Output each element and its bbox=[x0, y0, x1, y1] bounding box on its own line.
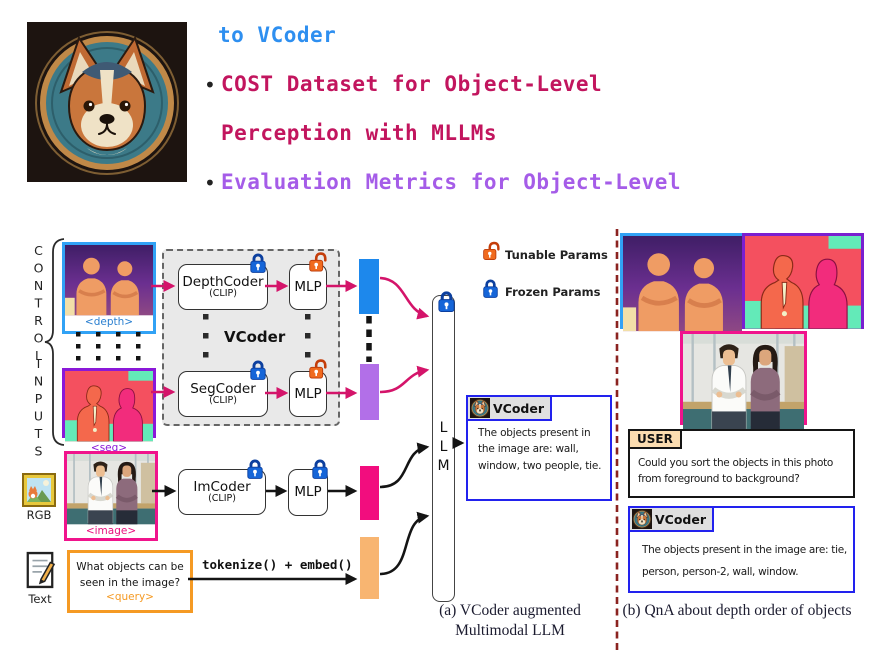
depthcoder-clip-label: (CLIP) bbox=[209, 288, 237, 300]
tokenize-embed-label: tokenize() + embed() bbox=[202, 557, 353, 572]
rgb-photo-image bbox=[683, 334, 804, 431]
title-line-eval-metrics: Evaluation Metrics for Object-Level bbox=[221, 170, 682, 194]
rgb-photo-image bbox=[67, 454, 155, 524]
text-label: Text bbox=[28, 592, 52, 606]
mlp-label: MLP bbox=[294, 484, 322, 501]
frozen-lock-icon bbox=[246, 458, 264, 480]
seg-map-image bbox=[745, 236, 861, 329]
rgb-input-thumbnail: <image> bbox=[64, 451, 158, 541]
image-embedding-bar bbox=[360, 466, 379, 520]
caption-b: (b) QnA about depth order of objects bbox=[622, 602, 852, 619]
bullet-dot: • bbox=[204, 73, 216, 97]
imcoder-label: ImCoder bbox=[193, 478, 251, 495]
vcoder-chat-header: VCoder bbox=[466, 395, 553, 421]
frozen-lock-icon bbox=[437, 290, 456, 313]
vcoder-module-title: VCoder bbox=[224, 328, 286, 346]
llm-bar: LLM bbox=[432, 295, 455, 602]
vcoder-response-box-b: VCoder The objects present in the image … bbox=[628, 506, 855, 593]
control-label: CONTROL bbox=[31, 243, 46, 366]
rgb-label: RGB bbox=[26, 508, 52, 522]
vcoder-answer-text: The objects present in the image are: ti… bbox=[642, 544, 847, 579]
legend-frozen-label: Frozen Params bbox=[505, 285, 601, 299]
mlp-box-seg: MLP bbox=[289, 371, 327, 417]
frozen-lock-icon bbox=[249, 252, 267, 274]
vcoder-agent-name: VCoder bbox=[655, 511, 707, 527]
user-question-text: Could you sort the objects in this photo… bbox=[638, 457, 834, 485]
input-ellipsis-dots bbox=[76, 332, 141, 361]
depthcoder-box: DepthCoder (CLIP) bbox=[178, 264, 268, 310]
depth-embedding-bar bbox=[359, 259, 379, 314]
mlp-label: MLP bbox=[294, 385, 322, 402]
inputs-label: INPUTS bbox=[31, 356, 46, 461]
seg-embedding-bar bbox=[360, 364, 379, 420]
depth-tag: <depth> bbox=[84, 316, 134, 329]
legend-tunable-label: Tunable Params bbox=[505, 248, 608, 262]
text-memo-icon bbox=[24, 551, 56, 589]
query-box: What objects can be seen in the image? <… bbox=[67, 550, 193, 613]
segcoder-clip-label: (CLIP) bbox=[209, 395, 237, 407]
seg-result-image bbox=[742, 233, 864, 329]
segcoder-label: SegCoder bbox=[190, 380, 256, 397]
depth-map-image bbox=[623, 236, 742, 331]
user-question-box: USER Could you sort the objects in this … bbox=[628, 429, 855, 498]
depthcoder-label: DepthCoder bbox=[182, 273, 264, 290]
user-chat-header: USER bbox=[628, 429, 682, 449]
vcoder-response-text: The objects present in the image are: wa… bbox=[478, 427, 602, 472]
text-embedding-bar bbox=[360, 537, 379, 599]
mlp-box-depth: MLP bbox=[289, 264, 327, 310]
title-line-to-vcoder: to VCoder bbox=[218, 23, 337, 47]
tunable-lock-icon bbox=[482, 240, 500, 262]
tunable-lock-icon bbox=[308, 251, 327, 273]
vcoder-chat-header: VCoder bbox=[628, 506, 715, 532]
depth-result-image bbox=[620, 233, 745, 329]
bullet-dot: • bbox=[204, 171, 216, 195]
vcoder-response-box-a: VCoder The objects present in the image … bbox=[466, 395, 612, 501]
tunable-lock-icon bbox=[308, 358, 327, 380]
depth-map-image bbox=[65, 245, 153, 315]
frozen-lock-icon bbox=[482, 278, 499, 299]
image-tag: <image> bbox=[85, 525, 137, 538]
depth-input-thumbnail: <depth> bbox=[62, 242, 156, 334]
llm-label: LLM bbox=[435, 420, 452, 477]
seg-input-thumbnail: <seg> bbox=[62, 368, 156, 454]
vcoder-corgi-logo bbox=[27, 22, 187, 182]
imcoder-clip-label: (CLIP) bbox=[208, 493, 236, 505]
rgb-photo-b bbox=[680, 331, 807, 425]
vcoder-agent-name: VCoder bbox=[493, 400, 545, 416]
vcoder-avatar bbox=[470, 398, 490, 418]
vcoder-avatar bbox=[632, 509, 652, 529]
query-text: What objects can be seen in the image? bbox=[76, 560, 184, 589]
title-line-perception: Perception with MLLMs bbox=[221, 121, 498, 145]
title-line-cost-dataset: COST Dataset for Object-Level bbox=[221, 72, 603, 96]
caption-a: (a) VCoder augmented Multimodal LLM bbox=[439, 602, 581, 640]
frozen-lock-icon bbox=[311, 458, 329, 480]
frozen-lock-icon bbox=[249, 359, 267, 381]
mlp-label: MLP bbox=[294, 278, 322, 295]
rgb-image-icon bbox=[22, 473, 56, 507]
query-tag: <query> bbox=[106, 591, 154, 604]
seg-map-image bbox=[65, 371, 153, 441]
